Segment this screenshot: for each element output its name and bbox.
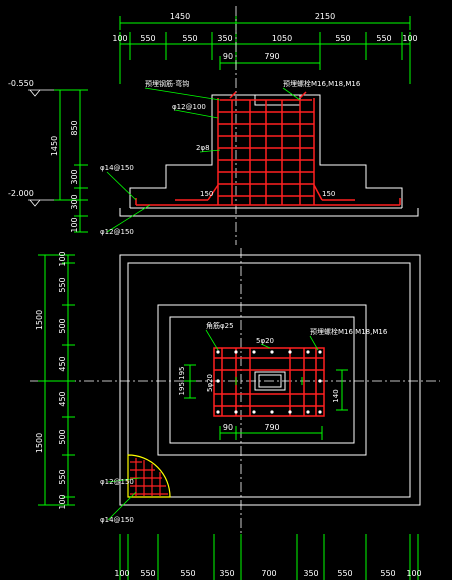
plan-bottom-350-b: 350 <box>303 569 318 578</box>
left-dim-300-b: 300 <box>70 194 79 209</box>
corner-mesh <box>127 454 171 498</box>
dim-1050: 1050 <box>272 34 292 43</box>
plan-left-450-b: 450 <box>58 391 67 406</box>
dim-1450: 1450 <box>170 12 190 21</box>
plan-bottom-550-a: 550 <box>140 569 155 578</box>
plan-left-500-a: 500 <box>58 318 67 333</box>
plan-small-dims <box>184 364 348 440</box>
note-anchor-bolt: 预埋螺栓M16,M18,M16 <box>283 79 361 88</box>
plan-bottom-550-d: 550 <box>380 569 395 578</box>
elevation-bottom: -2.000 <box>8 189 34 198</box>
dim-550-a: 550 <box>140 34 155 43</box>
plan-left-1500-a: 1500 <box>35 310 44 330</box>
left-dim-850: 850 <box>70 120 79 135</box>
plan-view: 角筋φ25 预埋螺栓M16,M18,M16 5φ20 5φ20 195 195 … <box>30 248 440 580</box>
dim-2150: 2150 <box>315 12 335 21</box>
plan-left-550-a: 550 <box>58 277 67 292</box>
note-bar-left: φ14@150 <box>100 164 134 172</box>
section-left-dims <box>54 89 88 233</box>
section-rebar <box>135 91 401 206</box>
note-side-bar: 5φ20 <box>206 374 214 392</box>
plan-center-crosses <box>235 377 303 385</box>
plan-left-500-b: 500 <box>58 429 67 444</box>
note-cover-right: 150 <box>322 190 335 198</box>
section-view: 1450 2150 100 550 550 350 1050 550 550 1… <box>8 6 419 245</box>
left-dim-100: 100 <box>70 217 79 232</box>
plan-bottom-700: 700 <box>261 569 276 578</box>
left-dim-300-a: 300 <box>70 169 79 184</box>
plan-left-100-b: 100 <box>58 494 67 509</box>
top-dimension-row-2 <box>119 32 411 84</box>
foundation-outline <box>119 94 419 217</box>
section-leaders <box>106 87 301 233</box>
note-bar-bottom: φ12@150 <box>100 228 134 236</box>
dim-350: 350 <box>217 34 232 43</box>
top-dimension-row-1 <box>119 16 411 30</box>
plan-bottom-100-a: 100 <box>114 569 129 578</box>
note-stirrup: φ12@100 <box>172 103 206 111</box>
plan-bottom-550-c: 550 <box>337 569 352 578</box>
plan-dim-90: 90 <box>223 423 233 432</box>
note-hook: 预埋钢筋·弯钩 <box>145 79 189 88</box>
elevation-top: -0.550 <box>8 79 34 88</box>
note-dim-140: 140 <box>332 389 340 402</box>
note-dim-195: 195 195 <box>178 367 186 396</box>
left-dim-1450: 1450 <box>50 136 59 156</box>
dim-90: 90 <box>223 52 233 61</box>
plan-leaders <box>107 329 319 521</box>
plan-left-100-a: 100 <box>58 251 67 266</box>
note-cover-left: 150 <box>200 190 213 198</box>
plan-bottom-550-b: 550 <box>180 569 195 578</box>
plan-left-450-a: 450 <box>58 356 67 371</box>
plan-left-550-b: 550 <box>58 469 67 484</box>
plan-dim-790: 790 <box>264 423 279 432</box>
plan-bottom-350-a: 350 <box>219 569 234 578</box>
pedestal-rebar <box>213 347 325 417</box>
dim-550-b: 550 <box>182 34 197 43</box>
note-top-bar: 5φ20 <box>256 337 274 345</box>
plan-left-1500-b: 1500 <box>35 433 44 453</box>
note-mesh-1: φ12@150 <box>100 478 134 486</box>
plan-left-dims <box>38 254 75 506</box>
dim-790: 790 <box>264 52 279 61</box>
note-mesh-2: φ14@150 <box>100 516 134 524</box>
plan-outlines <box>119 254 421 506</box>
dim-550-c: 550 <box>335 34 350 43</box>
dim-100-a: 100 <box>112 34 127 43</box>
plan-bottom-dims <box>119 534 419 580</box>
plan-bottom-100-b: 100 <box>406 569 421 578</box>
dim-100-b: 100 <box>402 34 417 43</box>
note-plan-anchor: 预埋螺栓M16,M18,M16 <box>310 327 388 336</box>
dim-550-d: 550 <box>376 34 391 43</box>
note-2bar: 2φ8 <box>196 144 210 152</box>
pedestal-bar-dots <box>216 350 322 414</box>
note-corner-bar: 角筋φ25 <box>206 321 234 330</box>
